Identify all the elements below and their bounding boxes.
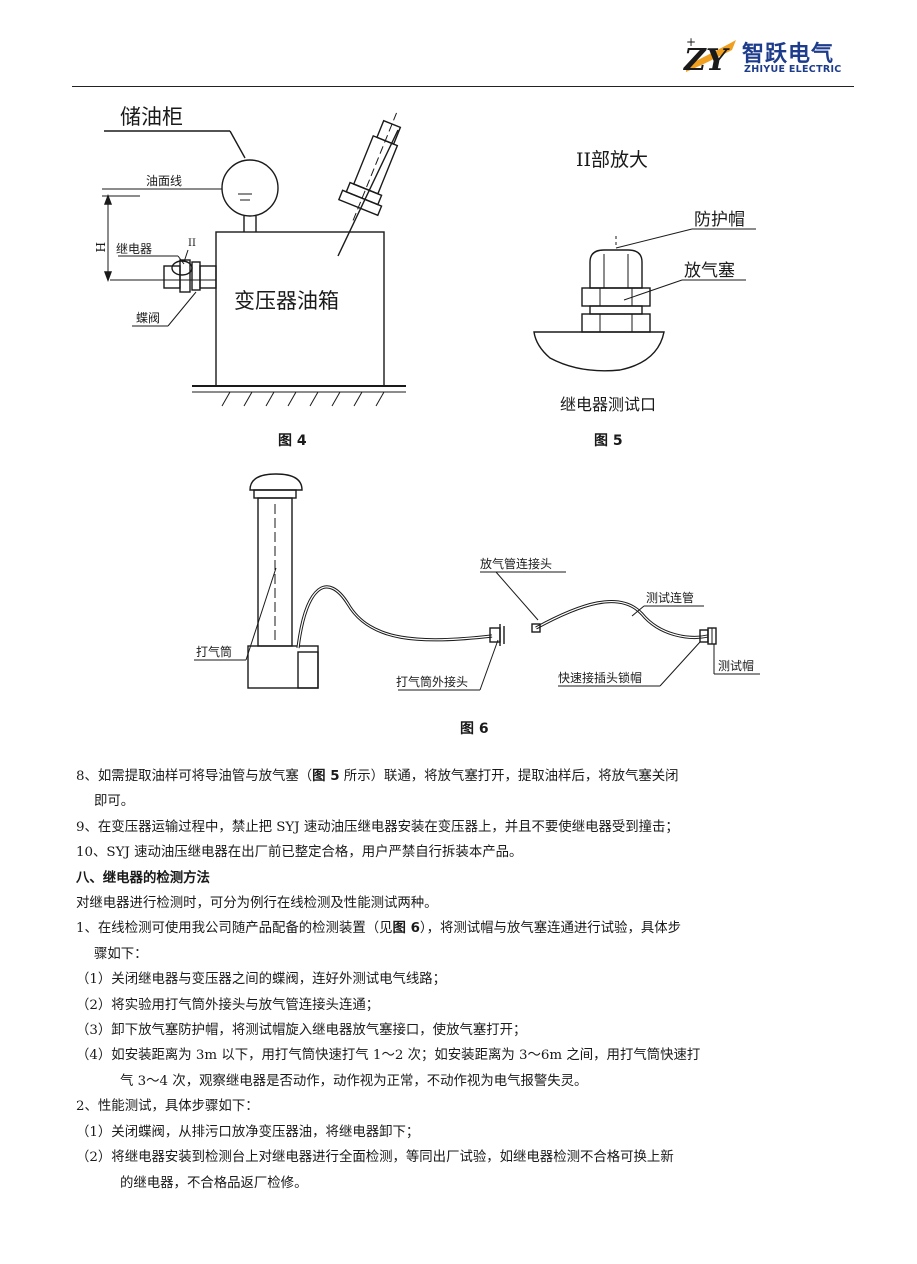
- pump-connector-label: 打气筒外接头: [396, 674, 468, 689]
- step-1-online-test: 1、在线检测可使用我公司随产品配备的检测装置（见图 6），将测试帽与放气塞连通进…: [76, 921, 682, 937]
- substep-1-3: （3）卸下放气塞防护帽，将测试帽旋入继电器放气塞接口，使放气塞打开；: [76, 1023, 527, 1039]
- relay-label: 继电器: [116, 242, 152, 256]
- figure-5-drawing: II部放大 防护帽 放气塞 继电器测试口: [533, 149, 756, 414]
- item-9: 9、在变压器运输过程中，禁止把 SYJ 速动油压继电器安装在变压器上，并且不要使…: [76, 819, 679, 835]
- figure-6-caption: 图 6: [460, 721, 489, 737]
- company-logo: ZY + 智跃电气 ZHIYUE ELECTRIC: [680, 30, 860, 82]
- quick-plug-cap-label: 快速接插头锁帽: [558, 670, 642, 685]
- header-divider: [72, 86, 854, 87]
- figure-4-caption: 图 4: [278, 433, 307, 449]
- protective-cap-label: 防护帽: [694, 210, 745, 230]
- zy-logo-mark-icon: ZY +: [683, 35, 736, 78]
- figure-6-drawing: 放气管连接头 测试连管 打气筒 打气筒外接头 快速接插头锁帽 测试帽: [194, 473, 760, 691]
- substep-1-1: （1）关闭继电器与变压器之间的蝶阀，连好外测试电气线路；: [76, 972, 447, 988]
- substep-1-4-continued: 气 3～4 次，观察继电器是否动作，动作视为正常，不动作视为电气报警失灵。: [120, 1073, 588, 1089]
- height-h-label: H: [93, 242, 107, 252]
- vent-plug-label: 放气塞: [684, 261, 735, 281]
- logo-chinese-name: 智跃电气: [742, 42, 835, 67]
- section-8-heading: 八、继电器的检测方法: [76, 870, 210, 886]
- item-8-continued: 即可。: [94, 794, 135, 810]
- substep-2-1: （1）关闭蝶阀，从排污口放净变压器油，将继电器卸下；: [76, 1124, 420, 1140]
- substep-1-4: （4）如安装距离为 3m 以下，用打气筒快速打气 1～2 次；如安装距离为 3～…: [76, 1048, 701, 1064]
- test-cap-label: 测试帽: [718, 658, 754, 673]
- svg-text:+: +: [686, 35, 696, 49]
- vent-connector-label: 放气管连接头: [480, 556, 552, 571]
- pump-label: 打气筒: [196, 644, 232, 659]
- substep-2-2-continued: 的继电器，不合格品返厂检修。: [120, 1175, 308, 1191]
- substep-1-2: （2）将实验用打气筒外接头与放气管连接头连通；: [76, 997, 380, 1013]
- relay-test-port-label: 继电器测试口: [560, 395, 656, 414]
- part-ii-marker: II: [188, 238, 196, 249]
- substep-2-2: （2）将继电器安装到检测台上对继电器进行全面检测，等同出厂试验，如继电器检测不合…: [76, 1150, 674, 1166]
- part-ii-enlarged-title: II部放大: [576, 149, 648, 171]
- conservator-label: 储油柜: [120, 105, 183, 129]
- item-8: 8、如需提取油样可将导油管与放气塞（图 5 所示）联通，将放气塞打开，提取油样后…: [76, 769, 679, 784]
- test-pipe-label: 测试连管: [646, 590, 694, 605]
- intro-paragraph: 对继电器进行检测时，可分为例行在线检测及性能测试两种。: [76, 896, 438, 912]
- butterfly-valve-label: 蝶阀: [136, 310, 160, 325]
- logo-english-name: ZHIYUE ELECTRIC: [744, 64, 842, 75]
- item-10: 10、SYJ 速动油压继电器在出厂前已整定合格，用户严禁自行拆装本产品。: [76, 845, 523, 861]
- step-1-continued: 骤如下：: [94, 946, 148, 962]
- step-2-performance-test: 2、性能测试，具体步骤如下：: [76, 1099, 259, 1115]
- document-body: 8、如需提取油样可将导油管与放气塞（图 5 所示）联通，将放气塞打开，提取油样后…: [76, 764, 866, 1196]
- svg-text:ZY: ZY: [683, 43, 730, 78]
- tank-label: 变压器油箱: [234, 289, 339, 313]
- figure-5-caption: 图 5: [594, 433, 623, 449]
- oil-level-line-label: 油面线: [146, 174, 182, 188]
- figure-4-drawing: 储油柜 油面线 H 继电器 II 蝶阀 变压器油箱: [93, 105, 406, 407]
